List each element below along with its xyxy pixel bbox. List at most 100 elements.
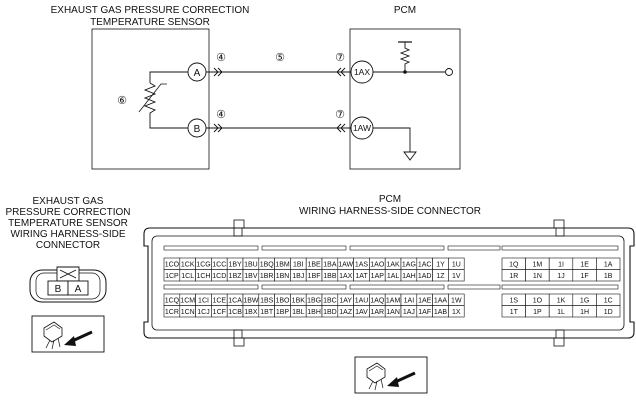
pcm-pin-1ch: 1CH bbox=[196, 273, 210, 280]
thermistor-arrow bbox=[138, 83, 167, 113]
pcm-pin-1ck: 1CK bbox=[181, 261, 195, 268]
pcm-pin-1z: 1Z bbox=[436, 273, 445, 280]
pcm-internal-wire-1aw bbox=[373, 127, 411, 152]
pcm-pin-cell bbox=[448, 305, 465, 318]
sensor-wire-a bbox=[149, 71, 188, 83]
pcm-pin-1t: 1T bbox=[510, 309, 519, 316]
pcm-pin-1am: 1AM bbox=[386, 297, 401, 304]
pcm-pin-1bh: 1BH bbox=[307, 309, 321, 316]
pull-up-resistor bbox=[399, 42, 411, 72]
pcm-pin-1b: 1B bbox=[604, 273, 613, 280]
pcm-keying-bar bbox=[349, 284, 445, 290]
pcm-pin-1ci: 1CI bbox=[198, 297, 209, 304]
pcm-pin-1bq: 1BQ bbox=[260, 261, 275, 268]
pcm-pin-1bl: 1BL bbox=[292, 309, 305, 316]
pcm-pin-1aj: 1AJ bbox=[403, 309, 415, 316]
pcm-pin-1ca: 1CA bbox=[228, 297, 242, 304]
pcm-pin-1a: 1A bbox=[604, 261, 613, 268]
pcm-pin-1az: 1AZ bbox=[339, 309, 353, 316]
pcm-pin-1r: 1R bbox=[509, 273, 518, 280]
pcm-pin-1n: 1N bbox=[533, 273, 542, 280]
pcm-pin-1bj: 1BJ bbox=[292, 273, 304, 280]
pcm-keying-bar bbox=[261, 245, 347, 251]
pcm-keying-bar bbox=[261, 284, 347, 290]
callout-sensor-connector-bottom: ④ bbox=[216, 109, 226, 121]
sensor-title-line2: TEMPERATURE SENSOR bbox=[90, 17, 210, 28]
sensor-title-line1: EXHAUST GAS PRESSURE CORRECTION bbox=[51, 5, 250, 16]
callout-pcm-connector-bottom: ⑦ bbox=[335, 109, 345, 121]
pcm-pin-1ac: 1AC bbox=[418, 261, 432, 268]
pcm-pin-1q: 1Q bbox=[509, 261, 519, 268]
pcm-pin-1x: 1X bbox=[452, 309, 461, 316]
pcm-pin-1cp: 1CP bbox=[165, 273, 179, 280]
sensor-connector-title-1: EXHAUST GAS bbox=[33, 196, 104, 207]
pcm-pin-1bk: 1BK bbox=[292, 297, 306, 304]
sensor-box bbox=[91, 28, 210, 170]
pcm-pin-1ah: 1AH bbox=[402, 273, 416, 280]
pcm-pin-1bz: 1BZ bbox=[229, 273, 243, 280]
sensor-terminal-b-label: B bbox=[194, 124, 201, 135]
connector-view-icon-left bbox=[31, 315, 105, 353]
pcm-pin-1f: 1F bbox=[581, 273, 589, 280]
pcm-keying-bar bbox=[163, 245, 259, 251]
callout-resistor: ⑥ bbox=[117, 95, 127, 107]
pcm-pin-1bb: 1BB bbox=[323, 273, 337, 280]
sensor-connector-drawing bbox=[29, 266, 107, 303]
pcm-pin-1cj: 1CJ bbox=[197, 309, 209, 316]
pcm-pin-1cb: 1CB bbox=[228, 309, 242, 316]
pcm-pin-1w: 1W bbox=[451, 297, 462, 304]
callout-sensor-connector-top: ④ bbox=[216, 52, 226, 64]
pcm-pin-1co: 1CO bbox=[165, 261, 180, 268]
sensor-connector-title-2: PRESSURE CORRECTION bbox=[5, 207, 130, 218]
pcm-pin-1k: 1K bbox=[557, 297, 566, 304]
pcm-pin-1ad: 1AD bbox=[418, 273, 432, 280]
pcm-pin-1cq: 1CQ bbox=[165, 297, 180, 304]
sensor-connector-title-4: WIRING HARNESS-SIDE bbox=[10, 229, 125, 240]
pcm-pin-1ba: 1BA bbox=[323, 261, 337, 268]
pcm-pin-1bd: 1BD bbox=[323, 309, 337, 316]
pcm-pin-1l: 1L bbox=[557, 309, 565, 316]
pcm-pin-1ai: 1AI bbox=[404, 297, 415, 304]
sensor-connector-pin-a: A bbox=[75, 284, 82, 295]
pcm-pin-1bo: 1BO bbox=[275, 297, 290, 304]
pcm-pin-1o: 1O bbox=[533, 297, 543, 304]
pcm-pin-1cf: 1CF bbox=[213, 309, 226, 316]
pcm-pin-1au: 1AU bbox=[355, 297, 369, 304]
sensor-connector-pin-b: B bbox=[55, 284, 62, 295]
pcm-pin-1ap: 1AP bbox=[371, 273, 385, 280]
pcm-pin-1bs: 1BS bbox=[260, 297, 274, 304]
pcm-pin-1bt: 1BT bbox=[260, 309, 274, 316]
pcm-pin-1as: 1AS bbox=[355, 261, 369, 268]
pcm-pin-1ax: 1AX bbox=[339, 273, 353, 280]
thermistor-symbol bbox=[143, 82, 188, 129]
pcm-pin-1bm: 1BM bbox=[275, 261, 290, 268]
pcm-pin-1ag: 1AG bbox=[402, 261, 416, 268]
pcm-pin-1aw: 1AW bbox=[338, 261, 353, 268]
pcm-box bbox=[349, 28, 461, 170]
pcm-keying-bar bbox=[501, 284, 619, 290]
pcm-pin-1br: 1BR bbox=[260, 273, 274, 280]
pcm-pin-1av: 1AV bbox=[355, 309, 368, 316]
pcm-keying-bar bbox=[447, 284, 501, 290]
ground-symbol bbox=[403, 151, 417, 161]
pcm-connector-body bbox=[143, 219, 635, 347]
pcm-pin-1ce: 1CE bbox=[212, 297, 226, 304]
pcm-pin-1i: 1I bbox=[558, 261, 564, 268]
pcm-pin-1h: 1H bbox=[580, 309, 589, 316]
reference-voltage-terminal bbox=[445, 68, 453, 76]
pcm-pin-1ao: 1AO bbox=[370, 261, 385, 268]
pcm-keying-bar bbox=[501, 245, 619, 251]
pcm-pin-1v: 1V bbox=[452, 273, 461, 280]
pcm-connector-title-2: WIRING HARNESS-SIDE CONNECTOR bbox=[299, 206, 481, 217]
pcm-pin-1bf: 1BF bbox=[308, 273, 321, 280]
pcm-pin-1g: 1G bbox=[580, 297, 589, 304]
pcm-pin-1d: 1D bbox=[604, 309, 613, 316]
pcm-pin-1by: 1BY bbox=[228, 261, 242, 268]
pcm-pin-1j: 1J bbox=[557, 273, 564, 280]
pcm-pin-1bc: 1BC bbox=[323, 297, 337, 304]
sensor-connector-marks bbox=[213, 67, 223, 133]
pcm-pin-1u: 1U bbox=[452, 261, 461, 268]
pcm-pin-1an: 1AN bbox=[386, 309, 400, 316]
